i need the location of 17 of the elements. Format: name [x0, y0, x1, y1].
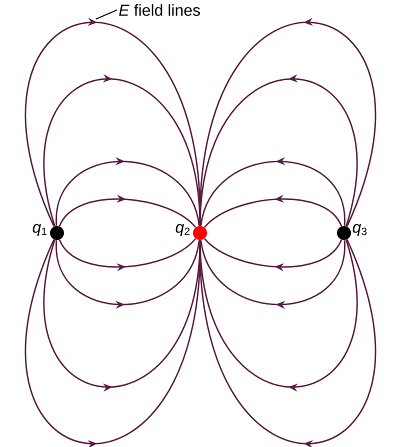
field-line [204, 238, 342, 272]
charge-dot [50, 226, 64, 240]
field-line [24, 18, 201, 227]
field-line [199, 239, 376, 447]
field-line [24, 239, 201, 447]
leader-line [96, 10, 118, 20]
charge-label: q$_{1}$ [32, 224, 47, 236]
caption-text: E field lines [119, 4, 200, 16]
charge-dot [193, 226, 207, 240]
field-line [200, 240, 346, 309]
field-line [44, 74, 201, 226]
charge-dot [337, 226, 351, 240]
charge-label: q$_{3}$ [352, 224, 367, 236]
charge-label: q$_{2}$ [176, 224, 190, 236]
field-line [58, 194, 196, 228]
field-line [199, 240, 357, 392]
field-line [56, 157, 200, 226]
